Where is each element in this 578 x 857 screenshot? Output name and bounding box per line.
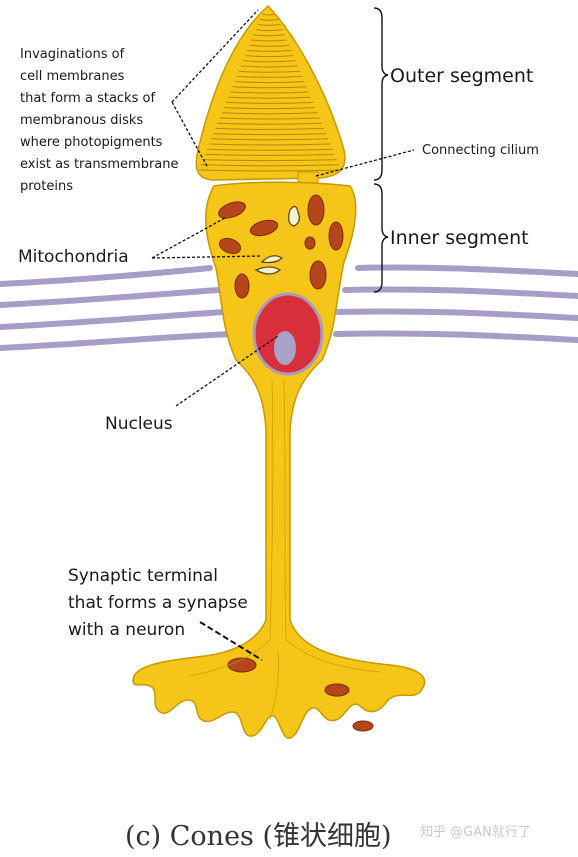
membrane-disk-line: [219, 117, 320, 120]
invagination-line: cell membranes: [20, 69, 125, 84]
mitochondrion: [307, 194, 325, 226]
leader-lines: [151, 9, 415, 661]
watermark: 知乎 @GAN就行了: [420, 824, 531, 840]
figure-caption: (c) Cones (锥状细胞): [125, 821, 392, 852]
nucleolus-shape: [274, 331, 296, 365]
membrane-disk-line: [245, 55, 294, 58]
membrane-disk-line: [203, 159, 337, 162]
membrane-disk-line: [215, 127, 324, 130]
mitochondria-group: [218, 194, 374, 732]
synaptic-terminal-label: Synaptic terminal that forms a synapse w…: [68, 566, 253, 640]
mitochondrion: [234, 273, 250, 299]
outer-segment-label: Outer segment: [390, 65, 533, 87]
inner-segment-bracket: [373, 183, 389, 293]
mitochondria-label: Mitochondria: [18, 247, 129, 267]
membrane-disk-line: [230, 91, 309, 94]
membrane-disk-line: [200, 164, 340, 167]
membrane-disk-line: [259, 18, 279, 21]
membrane-disk-line: [224, 107, 316, 110]
membrane-disk-line: [261, 13, 277, 16]
membrane-disk-line: [228, 96, 311, 99]
inner-segment-label: Inner segment: [390, 227, 529, 249]
membrane-disk-line: [236, 75, 303, 78]
invagination-line: Invaginations of: [20, 47, 125, 62]
mitochondrion: [218, 237, 242, 255]
membrane-disk-line: [247, 49, 292, 52]
synaptic-line: Synaptic terminal: [68, 566, 218, 586]
axon-fibers: [189, 379, 381, 721]
nucleus-label: Nucleus: [105, 414, 173, 434]
membrane-disk-line: [198, 169, 342, 172]
membrane-disk-line: [243, 60, 296, 63]
membrane-disk-line: [226, 101, 313, 104]
mitochondrion: [304, 236, 316, 250]
membrane-disk-line: [255, 29, 283, 32]
invagination-line: membranous disks: [20, 113, 143, 128]
membrane-disk-line: [211, 138, 329, 141]
membrane-disk-line: [240, 65, 298, 68]
membranous-disk-stack: [198, 13, 342, 172]
membrane-disk-line: [221, 112, 318, 115]
membrane-disk-line: [207, 148, 333, 151]
synaptic-line: with a neuron: [68, 620, 185, 640]
mitochondrion: [309, 260, 327, 290]
brackets: [373, 7, 389, 293]
mitochondrion: [328, 221, 344, 251]
membrane-bands: [0, 264, 578, 351]
invagination-line: that form a stacks of: [20, 91, 155, 106]
membrane-disk-line: [249, 44, 290, 47]
outer-segment-bracket: [373, 7, 389, 181]
nucleus-group: [252, 292, 324, 376]
inner-segment-shape: [132, 181, 426, 739]
membrane-disk-line: [205, 153, 335, 156]
mitochondrion: [249, 219, 279, 237]
membrane-disk-line: [213, 133, 326, 136]
invagination-label: Invaginations of cell membranes that for…: [20, 47, 183, 194]
membrane-disk-line: [251, 39, 287, 42]
membrane-disk-line: [238, 70, 300, 73]
mitochondrion: [324, 683, 350, 697]
membrane-disk-line: [234, 81, 305, 84]
membrane-disk-line: [217, 122, 322, 125]
invagination-line: where photopigments: [20, 135, 163, 150]
mitochondrion: [352, 720, 374, 732]
invagination-line: exist as transmembrane: [20, 157, 179, 172]
membrane-disk-line: [209, 143, 331, 146]
membrane-disk-line: [257, 23, 281, 26]
membrane-disk-line: [232, 86, 307, 89]
mitochondrion: [218, 201, 246, 219]
mitochondrion: [227, 657, 257, 673]
synaptic-line: that forms a synapse: [68, 593, 248, 613]
invagination-line: proteins: [20, 179, 73, 194]
membrane-disk-line: [253, 34, 285, 37]
connecting-cilium-label: Connecting cilium: [422, 143, 539, 158]
golgi-apparatus: [254, 205, 300, 275]
